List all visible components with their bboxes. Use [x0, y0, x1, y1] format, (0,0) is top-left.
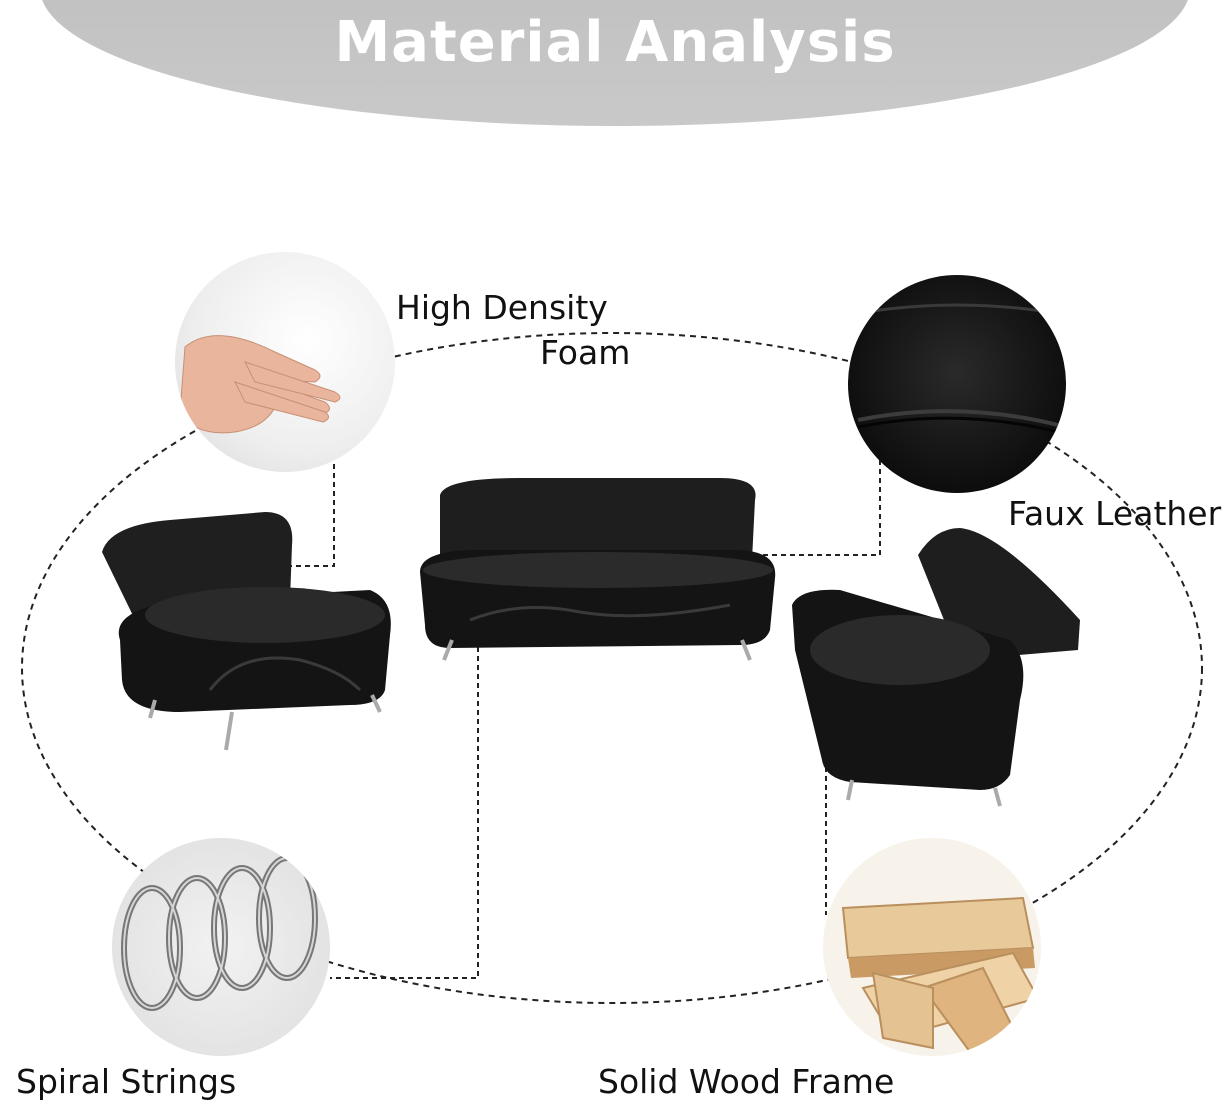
foam-label-line1: High Density: [396, 288, 608, 327]
wood-label: Solid Wood Frame: [598, 1062, 895, 1101]
armchair: [102, 512, 391, 751]
loveseat: [792, 528, 1080, 807]
foam-hand-icon: [179, 335, 341, 434]
page-title: Material Analysis: [334, 10, 896, 75]
leather-label: Faux Leather: [1008, 494, 1222, 533]
leather-swatch: [848, 275, 1066, 493]
springs-swatch: [112, 838, 330, 1056]
springs-label: Spiral Strings: [16, 1062, 237, 1101]
foam-swatch: [175, 252, 395, 472]
foam-label-line2: Foam: [540, 333, 631, 372]
three-seat-sofa: [420, 478, 776, 661]
